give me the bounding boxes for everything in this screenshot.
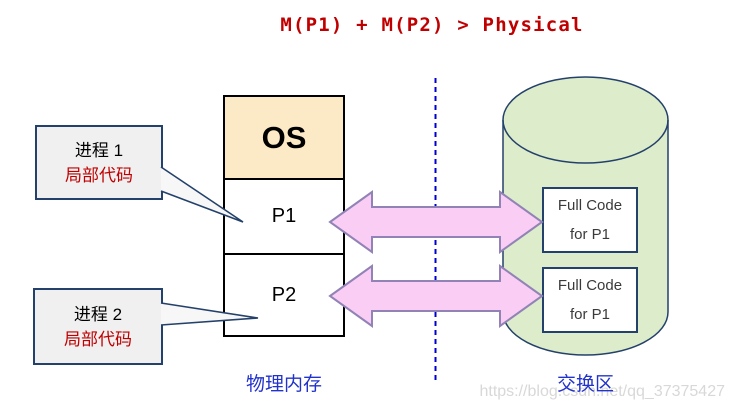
full-code-p1-line1: Full Code (557, 197, 623, 214)
p1-block: P1 (225, 180, 343, 255)
p2-swap-arrow (328, 264, 544, 328)
p2-block: P2 (225, 255, 343, 335)
os-block: OS (225, 97, 343, 180)
full-code-p2-line1: Full Code (557, 277, 623, 294)
p1-swap-arrow (328, 190, 544, 254)
full-code-p2-box: Full Code for P1 (542, 267, 638, 333)
full-code-p2-line2: for P1 (569, 306, 611, 323)
process2-callout: 进程 2 局部代码 (33, 288, 163, 365)
swap-cylinder-top-rim (502, 119, 669, 164)
process1-sublabel: 局部代码 (65, 165, 133, 185)
process2-label: 进程 2 (73, 304, 123, 324)
watermark-url: https://blog.csdn.net/qq_37375427 (479, 383, 725, 400)
process2-sublabel: 局部代码 (64, 329, 132, 349)
p1-label: P1 (271, 205, 297, 227)
process2-callout-pointer (160, 302, 259, 326)
physical-memory-label: 物理内存 (245, 374, 322, 395)
diagram-title: M(P1) + M(P2) > Physical (280, 14, 584, 36)
full-code-p1-box: Full Code for P1 (542, 187, 638, 253)
full-code-p1-line2: for P1 (569, 226, 611, 243)
swap-area-label: 交换区 (556, 374, 614, 395)
physical-memory-stack: OS P1 P2 (223, 95, 345, 337)
process1-label: 进程 1 (74, 140, 124, 160)
process1-callout: 进程 1 局部代码 (35, 125, 163, 200)
os-label: OS (261, 119, 307, 155)
p2-label: P2 (271, 283, 297, 306)
process1-callout-pointer (160, 166, 244, 223)
